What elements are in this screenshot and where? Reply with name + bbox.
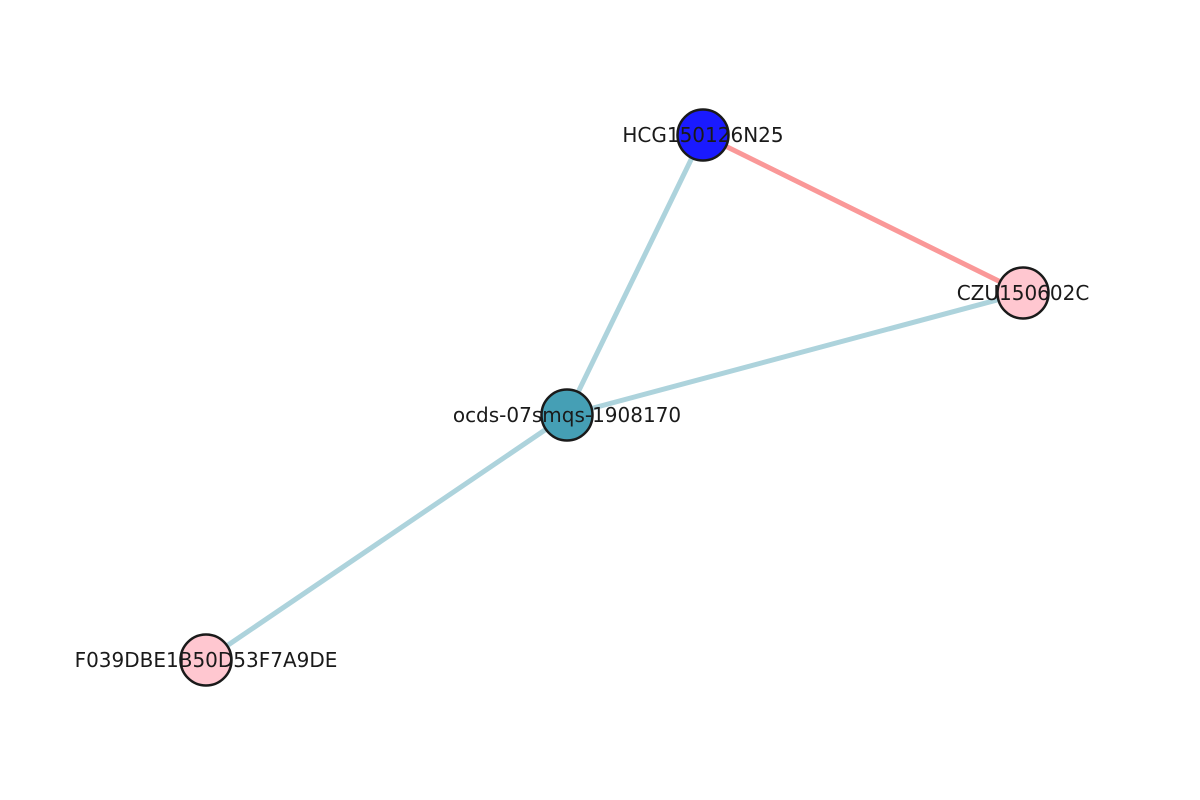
node-ocds: ocds-07smqs-1908170: [453, 388, 681, 442]
node-czu-label: CZU150602C: [957, 281, 1090, 305]
node-hcg: HCG150126N25: [622, 108, 784, 162]
node-layer: HCG150126N25 CZU150602C ocds-07smqs-1908…: [75, 108, 1090, 687]
edge-layer: [204, 132, 1025, 663]
node-f039: F039DBE1B50D53F7A9DE: [75, 633, 338, 687]
node-hcg-label: HCG150126N25: [622, 123, 783, 147]
edge-ocds-f039: [204, 412, 569, 663]
node-czu-circle: [996, 266, 1050, 320]
node-f039-circle: [179, 633, 233, 687]
node-ocds-label: ocds-07smqs-1908170: [453, 403, 681, 427]
node-czu: CZU150602C: [957, 266, 1090, 320]
node-ocds-circle: [540, 388, 594, 442]
node-hcg-circle: [676, 108, 730, 162]
node-f039-label: F039DBE1B50D53F7A9DE: [75, 648, 338, 672]
edge-czu-ocds: [566, 290, 1024, 418]
edge-hcg-ocds: [564, 133, 706, 417]
edge-hcg-czu: [701, 132, 1025, 296]
